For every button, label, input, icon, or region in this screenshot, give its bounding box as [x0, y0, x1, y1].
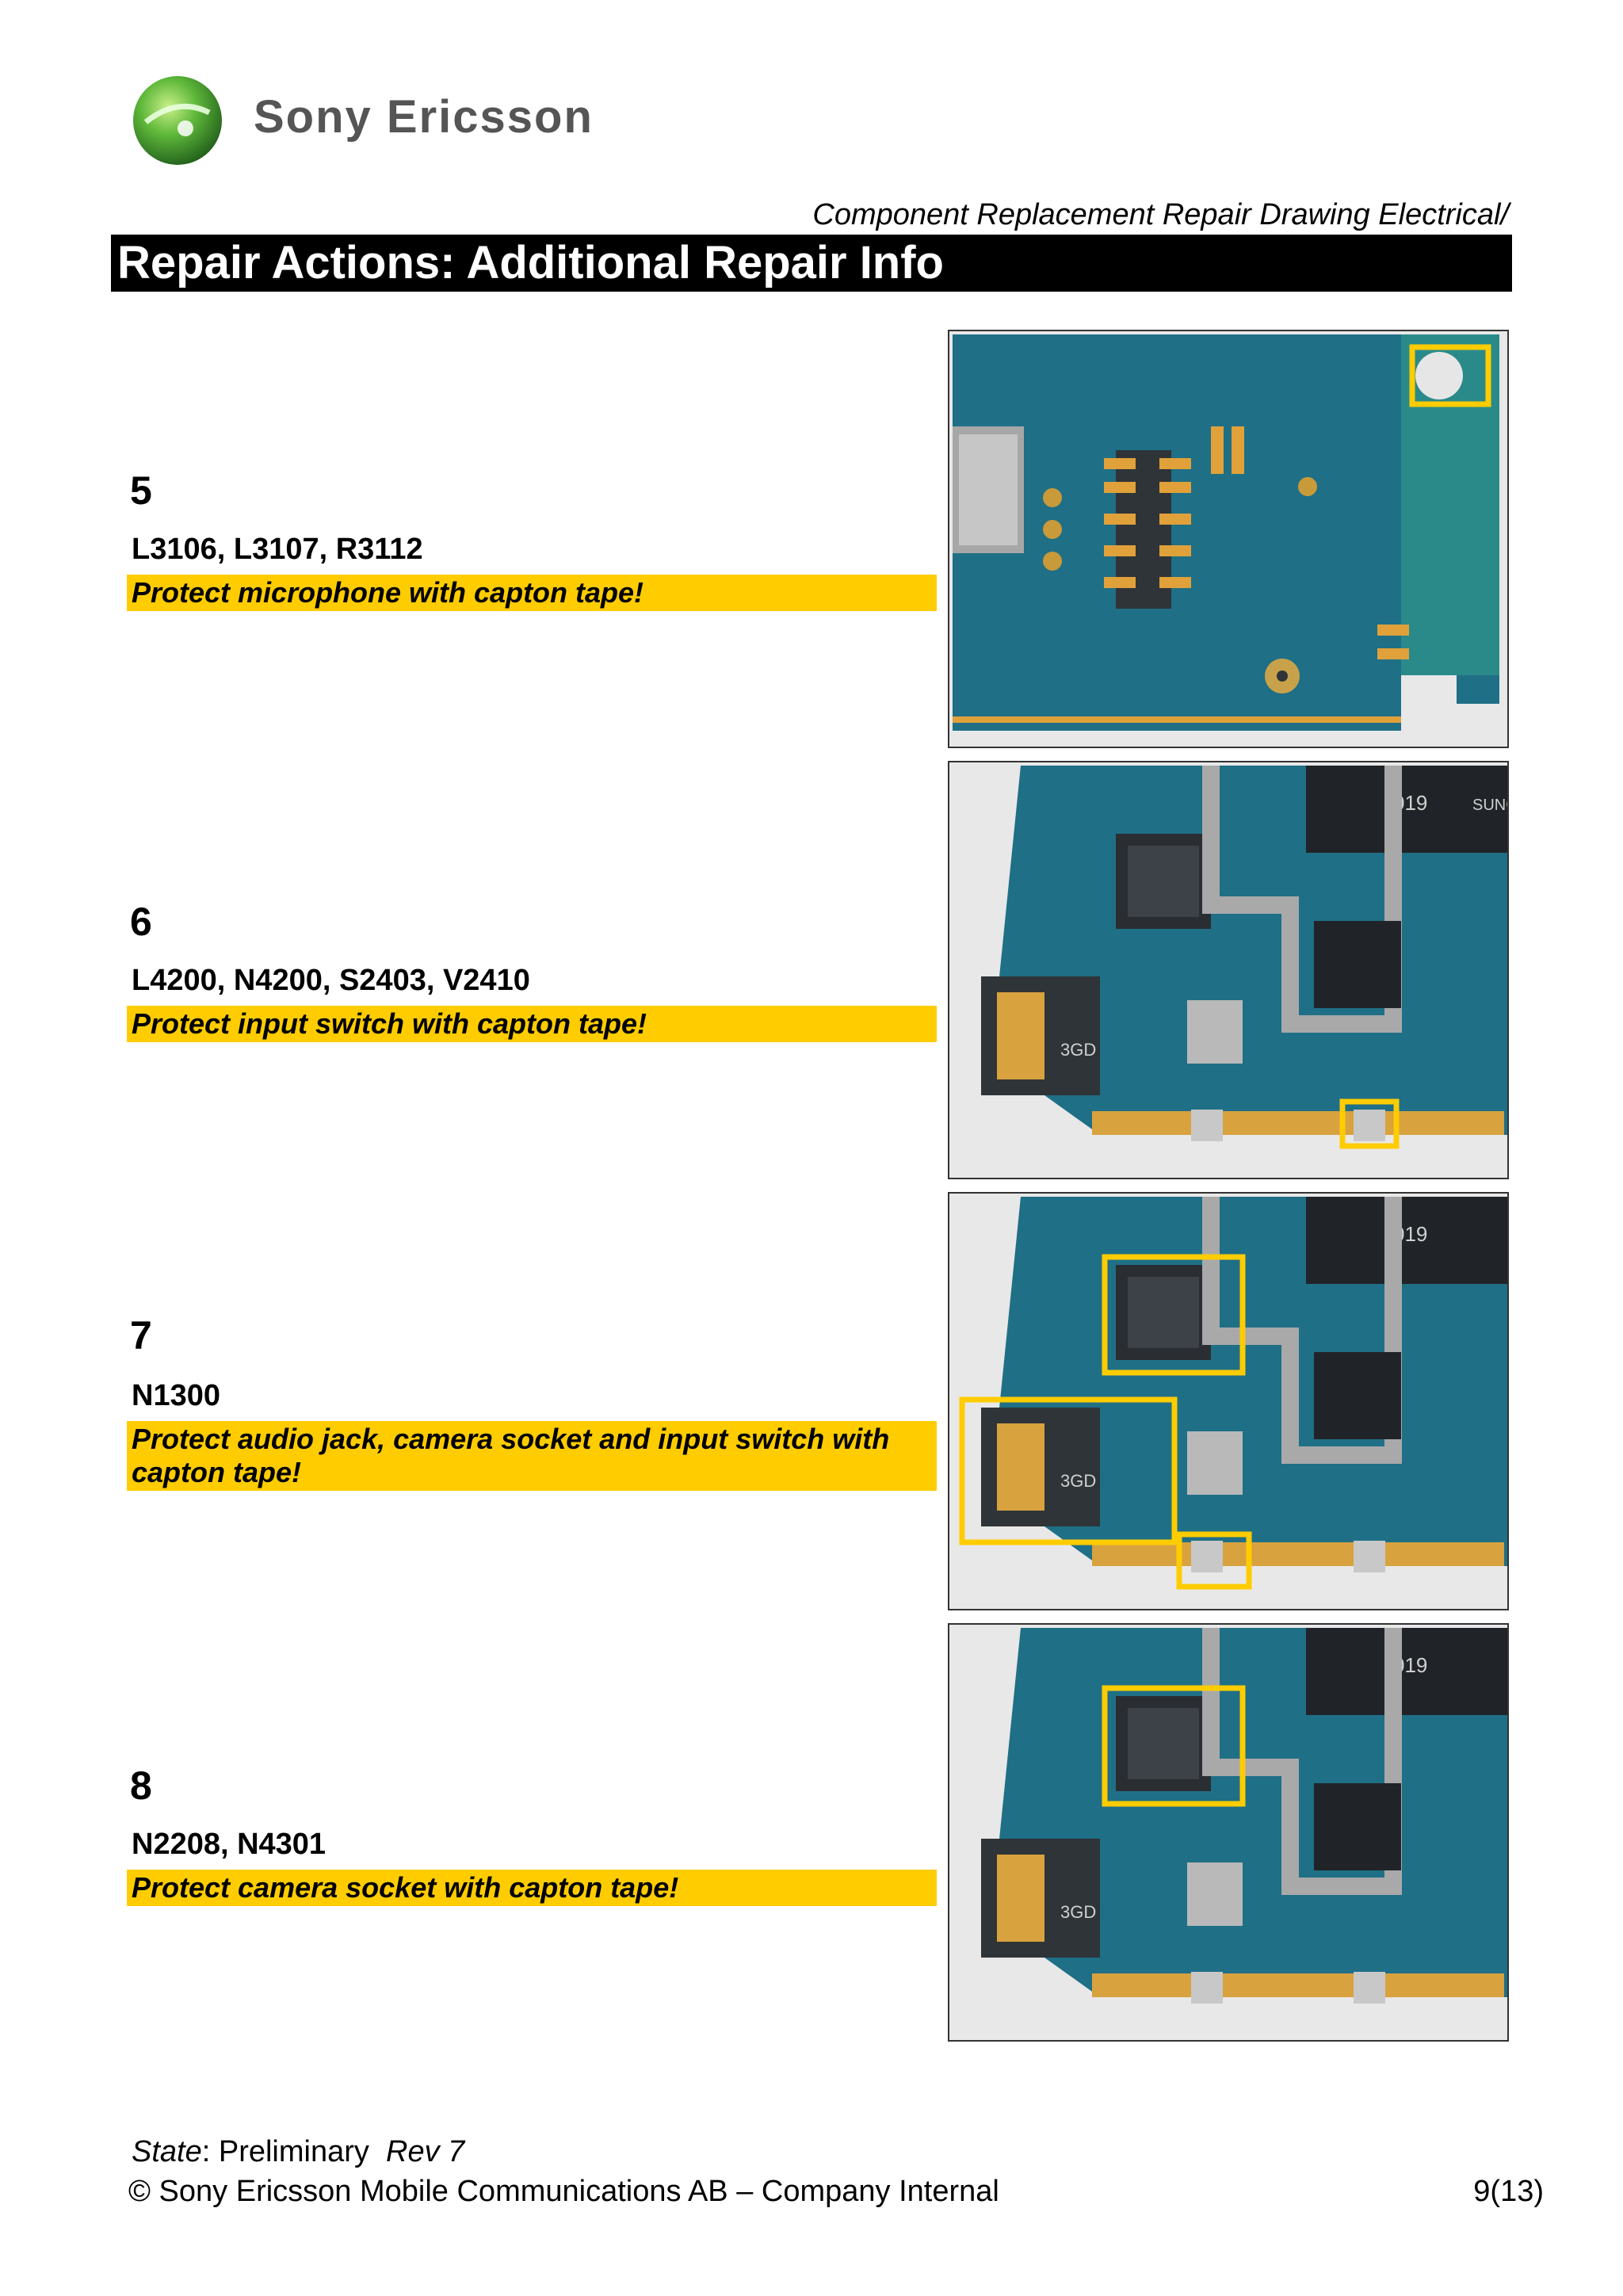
sony-ericsson-logo: Sony Ericsson — [130, 73, 621, 170]
footer-state: State: Preliminary Rev 7 — [132, 2135, 464, 2169]
component-list: L4200, N4200, S2403, V2410 — [132, 964, 530, 997]
brand-name: Sony Ericsson — [254, 91, 594, 143]
pcb-photo-camera-socket: 019 3GD — [948, 1623, 1509, 2042]
jack-label: 3GD — [1060, 1040, 1096, 1060]
item-number: 6 — [130, 900, 152, 944]
pcb-photo-audio-jack-camera: 019 3GD — [948, 1192, 1509, 1610]
component-list: N2208, N4301 — [132, 1828, 327, 1861]
instruction-highlight: Protect microphone with capton tape! — [127, 575, 937, 611]
instruction-highlight: Protect camera socket with capton tape! — [127, 1870, 937, 1906]
page-number: 9(13) — [1473, 2175, 1544, 2208]
jack-label: 3GD — [1060, 1902, 1096, 1922]
footer-copyright: © Sony Ericsson Mobile Communications AB… — [128, 2175, 999, 2208]
jack-label: 3GD — [1060, 1471, 1096, 1491]
pcb-photo-microphone — [948, 330, 1509, 748]
page-title: Repair Actions: Additional Repair Info — [117, 237, 944, 288]
document-subtitle: Component Replacement Repair Drawing Ele… — [812, 198, 1509, 231]
state-value: : Preliminary — [201, 2135, 369, 2168]
globe-logo-icon — [133, 76, 222, 165]
section-header-bar: Repair Actions: Additional Repair Info — [111, 235, 1512, 292]
component-list: L3106, L3107, R3112 — [132, 533, 423, 566]
item-number: 8 — [130, 1763, 152, 1808]
item-number: 7 — [130, 1313, 152, 1358]
instruction-highlight: Protect audio jack, camera socket and in… — [127, 1421, 937, 1491]
instruction-highlight: Protect input switch with capton tape! — [127, 1006, 937, 1042]
state-label: State — [132, 2135, 202, 2168]
component-list: N1300 — [132, 1379, 220, 1412]
pcb-photo-input-switch: 019 SUNG 3GD — [948, 761, 1509, 1179]
item-number: 5 — [130, 468, 152, 513]
chip-side-marking: SUNG — [1472, 797, 1507, 814]
revision: Rev 7 — [386, 2135, 465, 2168]
